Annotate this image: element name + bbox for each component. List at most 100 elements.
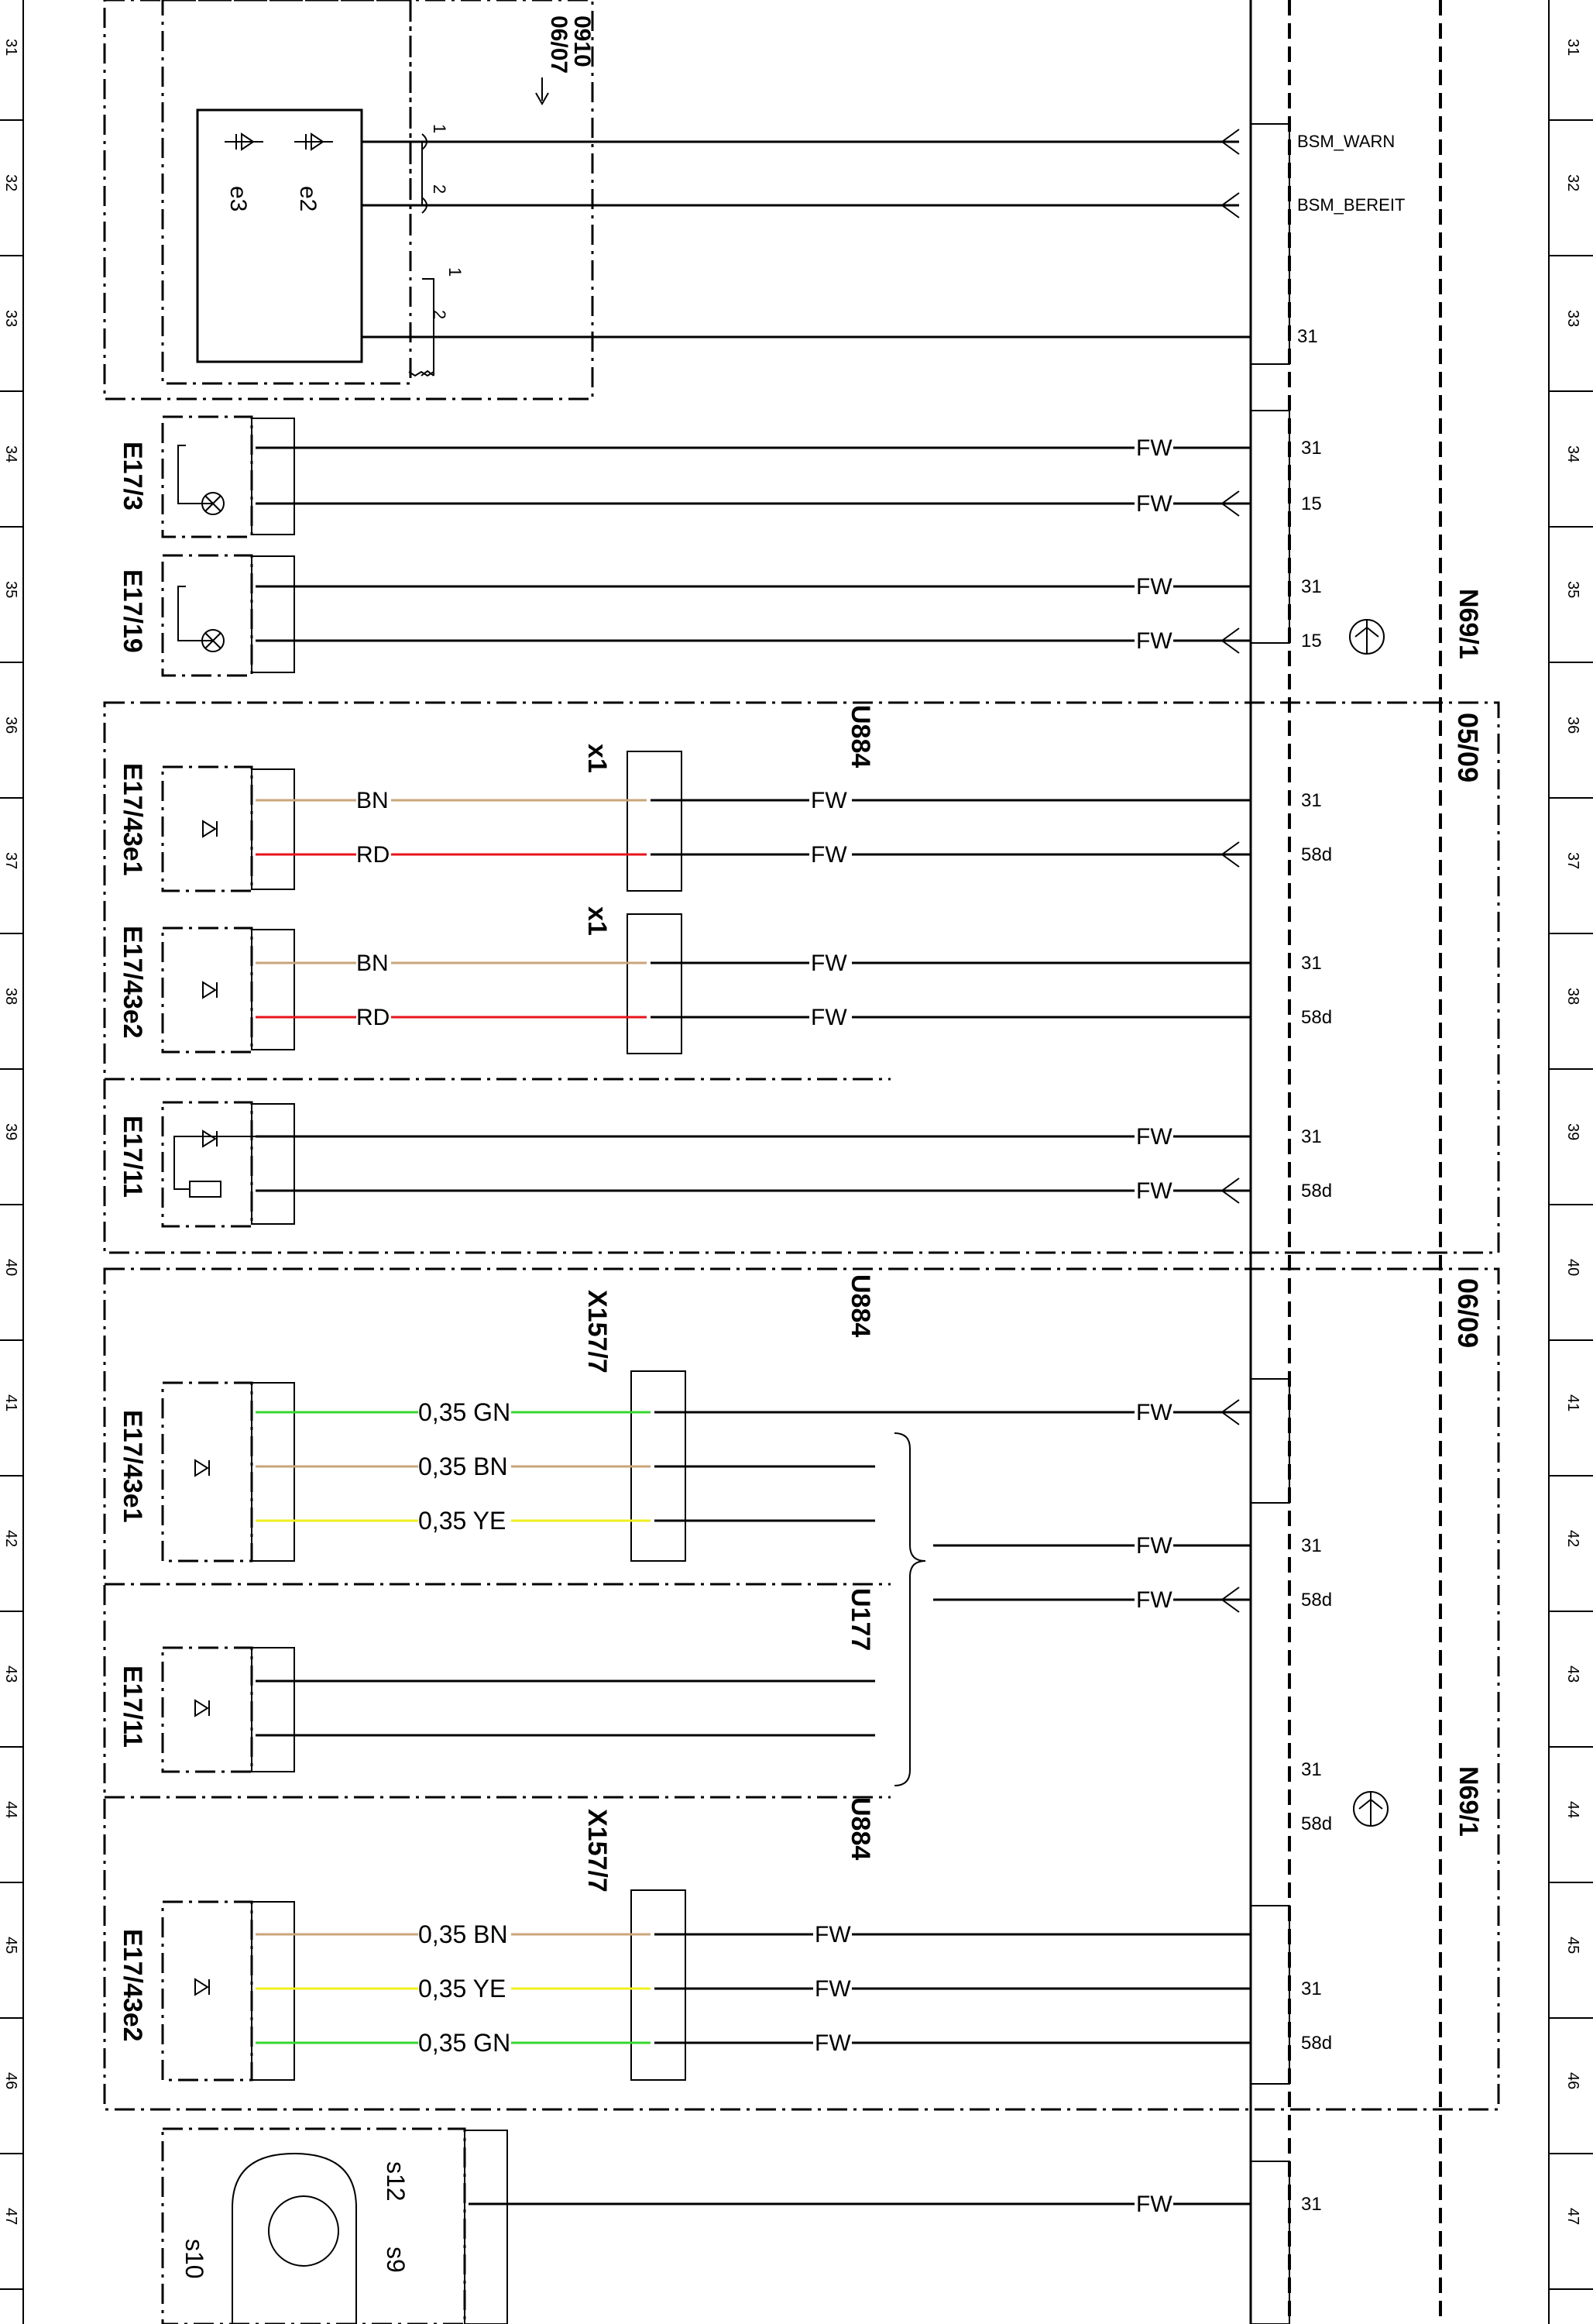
ruler-number: 31 [1564, 39, 1581, 56]
ruler-number: 31 [2, 39, 19, 56]
e17-43e1-b-label: E17/43e1 [118, 1410, 147, 1523]
svg-text:FW: FW [815, 1976, 851, 2002]
e3-label: e3 [225, 186, 251, 211]
svg-text:FW: FW [1136, 2192, 1172, 2217]
svg-text:31: 31 [1301, 790, 1322, 811]
u884-b-label: U884 [846, 1274, 875, 1337]
ruler-number: 38 [2, 988, 19, 1005]
e17-3-label: E17/3 [118, 442, 147, 511]
svg-text:0,35 GN: 0,35 GN [418, 1398, 510, 1426]
ruler-number: 47 [2, 2208, 19, 2225]
header-code-a: 0910 [569, 15, 595, 67]
svg-text:FW: FW [811, 842, 847, 868]
ruler-number: 37 [2, 852, 19, 869]
arrow-left-icon [1220, 1399, 1240, 1425]
signal-labels-top: BSM_WARN BSM_BEREIT 31 [1220, 129, 1405, 347]
header-code-b: 06/07 [546, 15, 572, 74]
ruler-number: 42 [1564, 1530, 1581, 1547]
arrow-down-icon [535, 77, 549, 106]
svg-text:FW: FW [1136, 1178, 1172, 1204]
x157-b-label: X157/7 [582, 1809, 612, 1893]
arrow-left-icon [1220, 627, 1240, 654]
led-icon [202, 820, 218, 838]
ruler-number: 33 [1564, 310, 1581, 327]
svg-text:0,35 BN: 0,35 BN [418, 1452, 508, 1480]
svg-text:FW: FW [1136, 628, 1172, 654]
transistor-icon [1353, 1791, 1389, 1827]
ruler-number: 38 [1564, 988, 1581, 1005]
svg-text:2: 2 [430, 310, 449, 319]
x1-connector [627, 751, 682, 892]
svg-text:31: 31 [1301, 1126, 1322, 1147]
arrow-left-icon [1220, 841, 1240, 868]
svg-text:0,35 YE: 0,35 YE [418, 1975, 506, 2003]
ruler-number: 43 [1564, 1666, 1581, 1683]
diode-icon [225, 132, 263, 151]
ruler-number: 47 [1564, 2208, 1581, 2225]
lamp-icon [201, 629, 225, 652]
svg-text:31: 31 [1301, 1978, 1322, 1999]
ruler-number: 36 [2, 717, 19, 734]
transistor-icon [1349, 619, 1385, 655]
ruler-number: 34 [2, 445, 19, 462]
ruler-number: 35 [2, 581, 19, 598]
e17-43e2-b-label: E17/43e2 [118, 1929, 147, 2042]
x1-b-label: x1 [582, 906, 612, 936]
lamp-wires: FW FW FW FW 31 15 31 15 [256, 435, 1322, 654]
e17-11-label: E17/11 [118, 1116, 147, 1198]
svg-text:FW: FW [1136, 1587, 1172, 1613]
svg-text:31: 31 [1301, 576, 1322, 597]
svg-text:58d: 58d [1301, 2033, 1332, 2054]
ruler-number: 32 [1564, 174, 1581, 191]
bsm-bereit-label: BSM_BEREIT [1297, 195, 1405, 215]
svg-text:1: 1 [430, 124, 449, 133]
arrow-left-icon [1220, 1177, 1240, 1204]
ruler-number: 41 [2, 1394, 19, 1411]
ruler-number: 39 [1564, 1123, 1581, 1140]
u884-a-label: U884 [846, 705, 875, 768]
led-icon [194, 1459, 210, 1477]
svg-text:58d: 58d [1301, 844, 1332, 865]
resistor-icon [189, 1181, 221, 1198]
lamp-e17-19: E17/19 [118, 554, 295, 677]
svg-text:31: 31 [1297, 326, 1318, 347]
ref-top: 05/09 [1452, 713, 1484, 782]
top-block: 0910 06/07 e3 e2 1 2 1 2 [103, 0, 595, 401]
svg-text:31: 31 [1301, 1535, 1322, 1556]
svg-text:FW: FW [815, 1922, 851, 1948]
svg-text:58d: 58d [1301, 1590, 1332, 1611]
ref-bottom: 06/09 [1452, 1278, 1484, 1348]
svg-text:0,35 GN: 0,35 GN [418, 2029, 510, 2057]
u177-label: U177 [846, 1588, 875, 1651]
ruler-number: 46 [2, 2072, 19, 2089]
svg-text:FW: FW [1136, 491, 1172, 517]
n69-top-label: N69/1 [1454, 589, 1483, 659]
svg-text:1: 1 [445, 267, 465, 277]
svg-text:RD: RD [356, 1005, 390, 1030]
ruler-number: 45 [1564, 1937, 1581, 1954]
s10-label: s10 [180, 2239, 208, 2279]
switch-block: s12 s10 s9 FW 31 [161, 2127, 1322, 2324]
bsm-warn-label: BSM_WARN [1297, 132, 1395, 151]
svg-text:BN: BN [356, 788, 389, 813]
module-n69-1: N69/1 N69/1 05/09 06/09 [1249, 0, 1484, 2324]
svg-text:RD: RD [356, 842, 390, 868]
svg-text:FW: FW [1136, 574, 1172, 600]
svg-text:15: 15 [1301, 493, 1322, 514]
led-icon [202, 981, 218, 999]
svg-text:31: 31 [1301, 953, 1322, 974]
ruler-number: 41 [1564, 1394, 1581, 1411]
svg-text:58d: 58d [1301, 1007, 1332, 1028]
ruler-number: 34 [1564, 445, 1581, 462]
u884-c-label: U884 [846, 1797, 875, 1860]
svg-text:FW: FW [811, 951, 847, 976]
ruler-number: 37 [1564, 852, 1581, 869]
svg-text:FW: FW [1136, 1400, 1172, 1425]
svg-text:31: 31 [1301, 2194, 1322, 2215]
ruler-number: 43 [2, 1666, 19, 1683]
e17-43e2-label: E17/43e2 [118, 926, 147, 1039]
s9-label: s9 [382, 2247, 410, 2273]
x157-a-label: X157/7 [582, 1290, 612, 1373]
